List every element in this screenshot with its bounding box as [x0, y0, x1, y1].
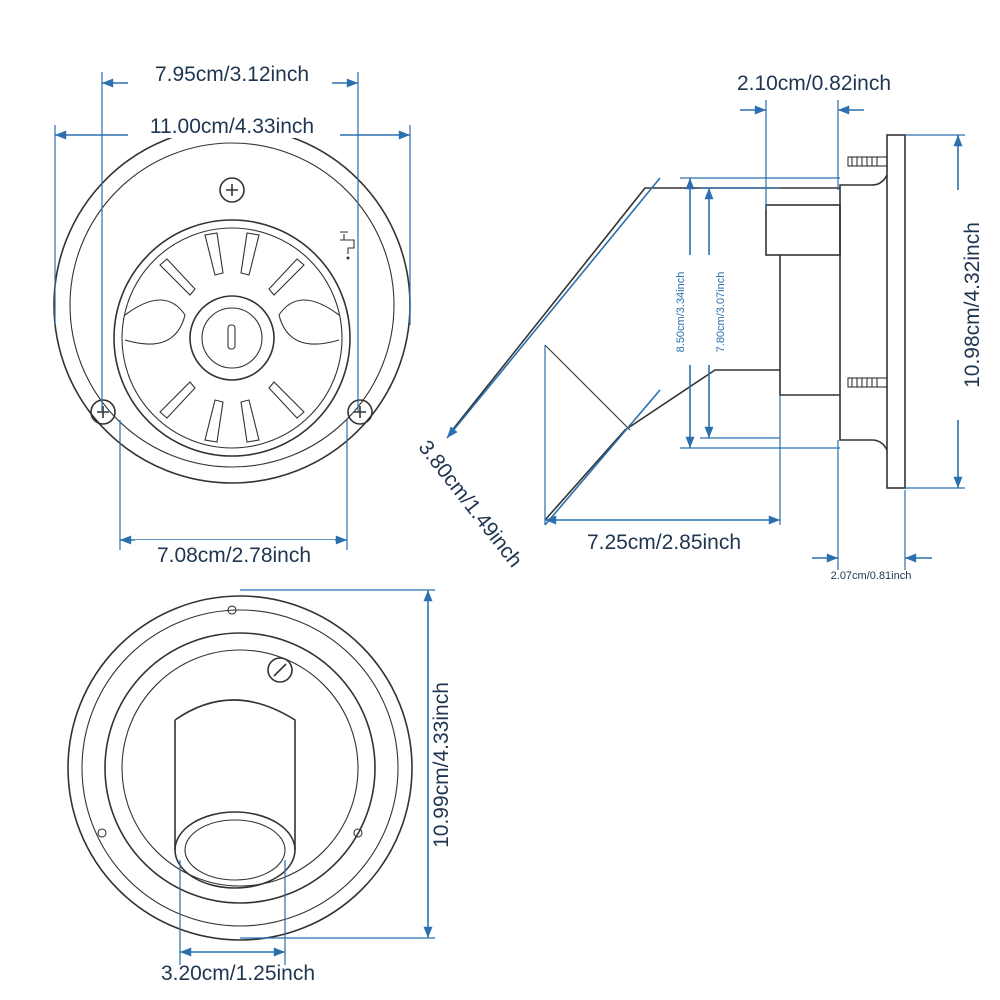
front-view: 7.95cm/3.12inch 11.00cm/4.33inch 7.08cm/…: [53, 62, 411, 567]
center-knob: [189, 295, 275, 381]
dim-pipe-diameter-label: 3.80cm/1.49inch: [414, 436, 527, 572]
screw-icon: [267, 657, 293, 683]
stud-icon: [847, 156, 888, 167]
dim-inner-height-label: 7.80cm/3.07inch: [715, 272, 727, 353]
dim-plate-depth-label: 2.07cm/0.81inch: [831, 570, 912, 582]
screw-icon: [219, 177, 245, 203]
water-faucet-icon: [340, 231, 355, 260]
dim-height-label: 10.99cm/4.33inch: [430, 682, 453, 848]
dim-pipe-outlet-label: 3.20cm/1.25inch: [161, 962, 315, 985]
dim-outer-height-label: 8.50cm/3.34inch: [675, 272, 687, 353]
screw-icon: [347, 399, 373, 425]
dim-screw-spacing-label: 7.95cm/3.12inch: [155, 63, 309, 86]
screw-icon: [90, 399, 116, 425]
dim-top-depth-label: 2.10cm/0.82inch: [737, 72, 891, 95]
stud-icon: [847, 377, 888, 388]
side-view: 2.10cm/0.82inch 8.50cm/3.34inch 7.80cm/3…: [414, 72, 984, 582]
back-view: 10.99cm/4.33inch 3.20cm/1.25inch: [67, 589, 453, 985]
dim-inner-opening-label: 7.08cm/2.78inch: [157, 544, 311, 567]
dim-outer-diameter-label: 11.00cm/4.33inch: [150, 115, 314, 138]
mount-plate: [886, 134, 906, 489]
dim-plate-height-label: 10.98cm/4.32inch: [961, 222, 984, 388]
dim-projection-label: 7.25cm/2.85inch: [587, 531, 741, 554]
